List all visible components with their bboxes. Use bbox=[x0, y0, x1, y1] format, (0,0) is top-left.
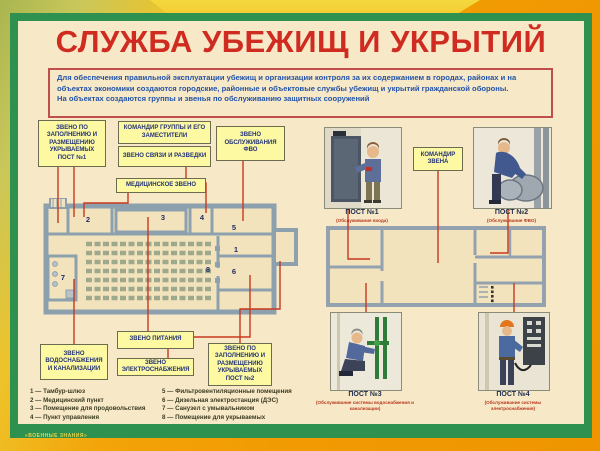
post4-illustration bbox=[478, 312, 550, 391]
post4-name: ПОСТ №4 bbox=[496, 391, 530, 398]
post2-filter-unit-scene bbox=[474, 128, 551, 208]
post3-name: ПОСТ №3 bbox=[348, 391, 382, 398]
plan-room-6: 6 bbox=[232, 267, 236, 276]
label-medical: МЕДИЦИНСКОЕ ЗВЕНО bbox=[116, 178, 206, 193]
label-squad-commander: КОМАНДИР ЗВЕНА bbox=[413, 147, 463, 171]
label-fvo-service: ЗВЕНО ОБСЛУЖИВАНИЯ ФВО bbox=[216, 126, 285, 161]
post1-entrance-scene bbox=[325, 128, 401, 208]
plan-room-1: 1 bbox=[234, 245, 238, 254]
legend-item-2: 2 — Медицинский пункт bbox=[30, 396, 104, 404]
post1-caption: (Обслуживание входа) bbox=[336, 218, 388, 223]
legend-item-6: 6 — Дизельная электростанция (ДЭС) bbox=[162, 396, 279, 404]
label-food: ЗВЕНО ПИТАНИЯ bbox=[117, 331, 194, 349]
publisher-name: «ВОЕННЫЕ ЗНАНИЯ» bbox=[25, 433, 88, 439]
label-filling-post1: ЗВЕНО ПО ЗАПОЛНЕНИЮ И РАЗМЕЩЕНИЮ УКРЫВАЕ… bbox=[38, 120, 106, 167]
label-power: ЗВЕНО ЭЛЕКТРОСНАБЖЕНИЯ bbox=[117, 358, 194, 376]
post3-caption: (Обслуживание системы водоснабжения и ка… bbox=[316, 400, 414, 411]
plan-room-4: 4 bbox=[200, 213, 205, 222]
post2-name: ПОСТ №2 bbox=[494, 209, 529, 216]
post3-illustration bbox=[330, 312, 402, 391]
label-commander-group: КОМАНДИР ГРУППЫ И ЕГО ЗАМЕСТИТЕЛИ bbox=[118, 121, 211, 144]
civil-defense-poster: СЛУЖБА УБЕЖИЩ И УКРЫТИЙ Для обеспечения … bbox=[10, 13, 592, 439]
poster-title: СЛУЖБА УБЕЖИЩ И УКРЫТИЙ bbox=[55, 24, 547, 59]
label-comms-recon: ЗВЕНО СВЯЗИ И РАЗВЕДКИ bbox=[118, 146, 211, 167]
plan-room-5: 5 bbox=[232, 223, 236, 232]
plan-room-7: 7 bbox=[61, 273, 65, 282]
legend-item-4: 4 — Пункт управления bbox=[30, 413, 100, 421]
label-filling-post2: ЗВЕНО ПО ЗАПОЛНЕНИЮ И РАЗМЕЩЕНИЮ УКРЫВАЕ… bbox=[208, 343, 272, 386]
post1-illustration bbox=[324, 127, 402, 209]
intro-paragraph-1: Для обеспечения правильной эксплуатации … bbox=[57, 73, 517, 93]
legend-item-5: 5 — Фильтровентиляционные помещения bbox=[162, 388, 292, 395]
legend-item-1: 1 — Тамбур-шлюз bbox=[30, 388, 86, 395]
plan-room-2: 2 bbox=[86, 215, 90, 224]
post4-electric-panel-scene bbox=[479, 313, 549, 390]
plan-room-3: 3 bbox=[161, 213, 165, 222]
right-shelter-plan-svg bbox=[326, 226, 546, 307]
legend-column-2: 5 — Фильтровентиляционные помещения 6 — … bbox=[162, 388, 352, 422]
legend-item-3: 3 — Помещение для продовольствия bbox=[30, 405, 146, 413]
plan-room-8: 8 bbox=[206, 265, 210, 274]
intro-paragraph-2: На объектах создаются группы и звенья по… bbox=[57, 94, 370, 104]
legend-item-7: 7 — Санузел с умывальником bbox=[162, 405, 255, 413]
post4-caption: (Обслуживание системы электроснабжения) bbox=[484, 400, 542, 411]
publisher-bar: «ВОЕННЫЕ ЗНАНИЯ» bbox=[18, 424, 584, 439]
intro-text-box: Для обеспечения правильной эксплуатации … bbox=[48, 68, 553, 118]
post2-caption: (Обслуживание ФВО) bbox=[487, 218, 536, 223]
post2-illustration bbox=[473, 127, 552, 209]
post3-plumbing-scene bbox=[331, 313, 401, 390]
left-shelter-plan-svg: 1 2 3 4 5 6 7 8 bbox=[43, 198, 298, 315]
label-water: ЗВЕНО ВОДОСНАБЖЕНИЯ И КАНАЛИЗАЦИИ bbox=[40, 344, 108, 380]
post1-name: ПОСТ №1 bbox=[345, 209, 379, 216]
legend-item-8: 8 — Помещение для укрываемых bbox=[162, 413, 266, 421]
legend-column-1: 1 — Тамбур-шлюз 2 — Медицинский пункт 3 … bbox=[30, 388, 170, 422]
